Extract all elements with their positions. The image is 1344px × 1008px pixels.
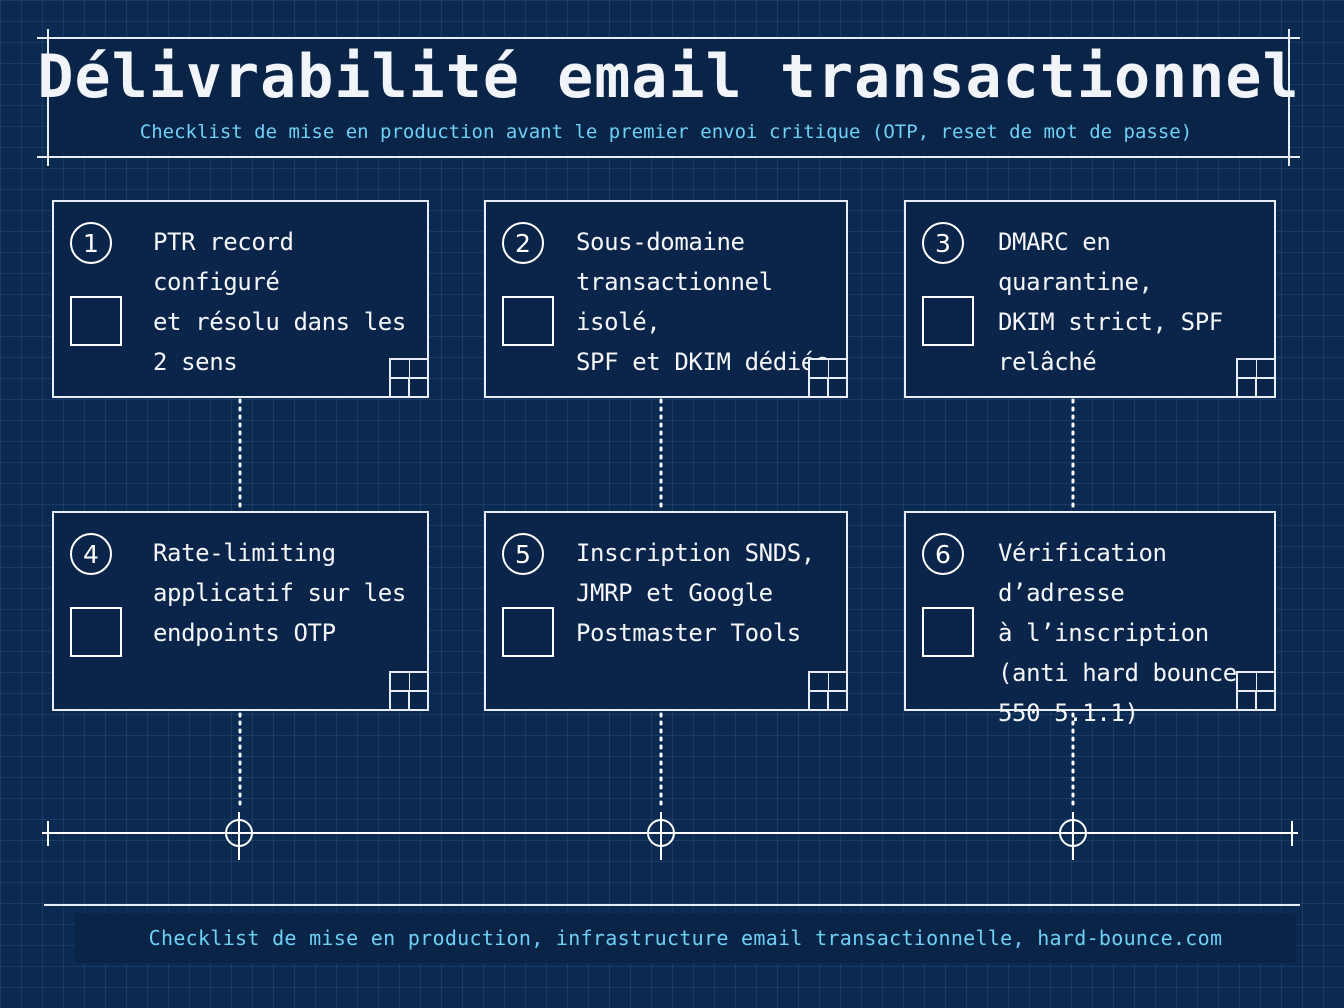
axis-node-2 [647, 812, 675, 860]
checkbox[interactable] [70, 296, 122, 346]
crop-mark [1288, 29, 1290, 47]
corner-grid-icon [808, 671, 846, 709]
step-number-badge: 1 [70, 222, 112, 264]
axis-node-3 [1059, 812, 1087, 860]
crop-mark [47, 29, 49, 47]
corner-grid-icon [1236, 671, 1274, 709]
step-number-badge: 3 [922, 222, 964, 264]
checklist-card-4: 4 Rate-limiting applicatif sur les endpo… [52, 511, 429, 711]
checklist-item-text: Sous-domaine transactionnel isolé, SPF e… [576, 228, 829, 376]
checklist-item-text: Rate-limiting applicatif sur les endpoin… [153, 539, 406, 647]
checkbox[interactable] [502, 607, 554, 657]
checklist-item-text: Vérification d’adresse à l’inscription (… [998, 539, 1237, 727]
checklist-card-2: 2 Sous-domaine transactionnel isolé, SPF… [484, 200, 848, 398]
step-number-badge: 6 [922, 533, 964, 575]
corner-grid-icon [389, 358, 427, 396]
checklist-item-text: Inscription SNDS, JMRP et Google Postmas… [576, 539, 815, 647]
step-number-badge: 2 [502, 222, 544, 264]
crop-mark [1288, 150, 1290, 166]
corner-grid-icon [1236, 358, 1274, 396]
checklist-item-text: PTR record configuré et résolu dans les … [153, 228, 406, 376]
page-subtitle: Checklist de mise en production avant le… [139, 121, 1193, 143]
page-title: Délivrabilité email transactionnel [37, 42, 1300, 112]
checklist-card-3: 3 DMARC en quarantine, DKIM strict, SPF … [904, 200, 1276, 398]
checkbox[interactable] [502, 296, 554, 346]
checkbox[interactable] [922, 296, 974, 346]
corner-grid-icon [808, 358, 846, 396]
checklist-card-1: 1 PTR record configuré et résolu dans le… [52, 200, 429, 398]
checklist-card-5: 5 Inscription SNDS, JMRP et Google Postm… [484, 511, 848, 711]
timeline-axis [42, 812, 1298, 860]
footer-divider [44, 904, 1300, 906]
checkbox[interactable] [922, 607, 974, 657]
crop-mark [1280, 37, 1300, 39]
crop-mark [47, 150, 49, 166]
checklist-card-6: 6 Vérification d’adresse à l’inscription… [904, 511, 1276, 727]
corner-grid-icon [389, 671, 427, 709]
footer-caption: Checklist de mise en production, infrast… [75, 913, 1296, 963]
step-number-badge: 5 [502, 533, 544, 575]
axis-node-1 [225, 812, 253, 860]
checklist-item-text: DMARC en quarantine, DKIM strict, SPF re… [998, 228, 1223, 376]
title-frame [47, 37, 1290, 158]
crop-mark [1280, 156, 1300, 158]
step-number-badge: 4 [70, 533, 112, 575]
checkbox[interactable] [70, 607, 122, 657]
dotted-connectors [238, 398, 1075, 808]
